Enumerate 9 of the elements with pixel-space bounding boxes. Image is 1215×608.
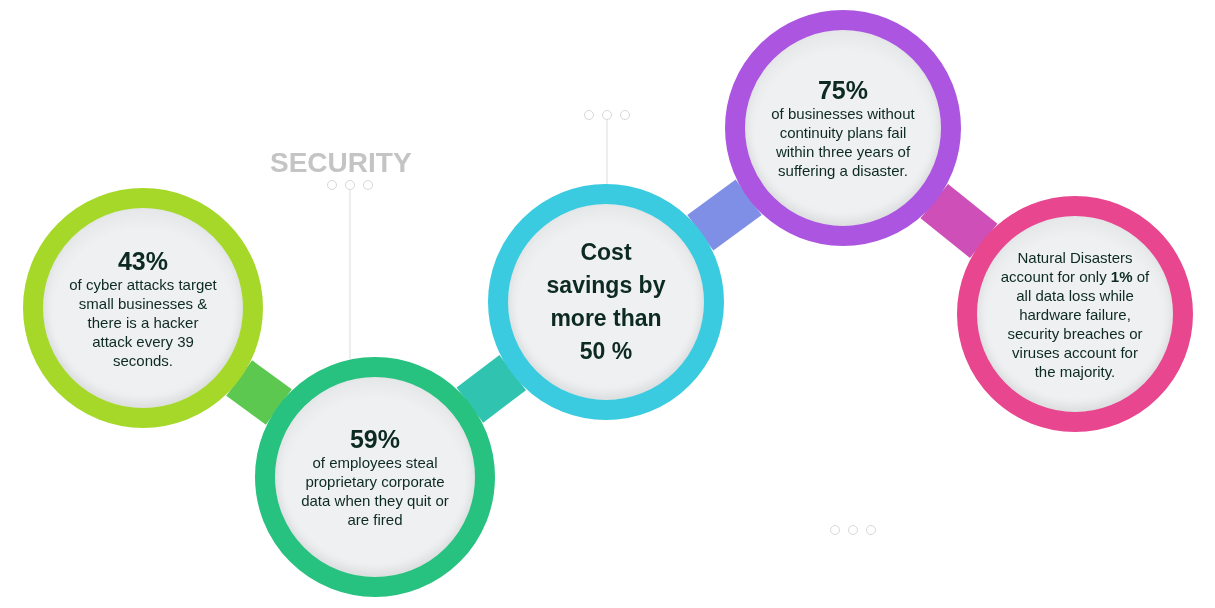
stat-description: of cyber attacks target small businesses & there is a hacker attack every 39 seconds. <box>68 274 218 370</box>
stat-percentage: 43% <box>117 246 168 275</box>
stat-percentage: 75% <box>817 76 868 104</box>
stat-description: of employees steal proprietary corporate data when they quit or are fired <box>300 453 450 529</box>
stat-description: Natural Disasters account for only 1% of all data loss while hardware failure, security breaches or viruses account for the majority. <box>1000 247 1150 381</box>
stat-text: Cost savings by more than 50 % <box>545 238 667 366</box>
faint-heading: SECURITY <box>270 146 412 180</box>
stat-description: of businesses without continuity plans fail within three years of suffering a disaster. <box>770 104 916 180</box>
stat-percentage: 59% <box>349 425 400 453</box>
